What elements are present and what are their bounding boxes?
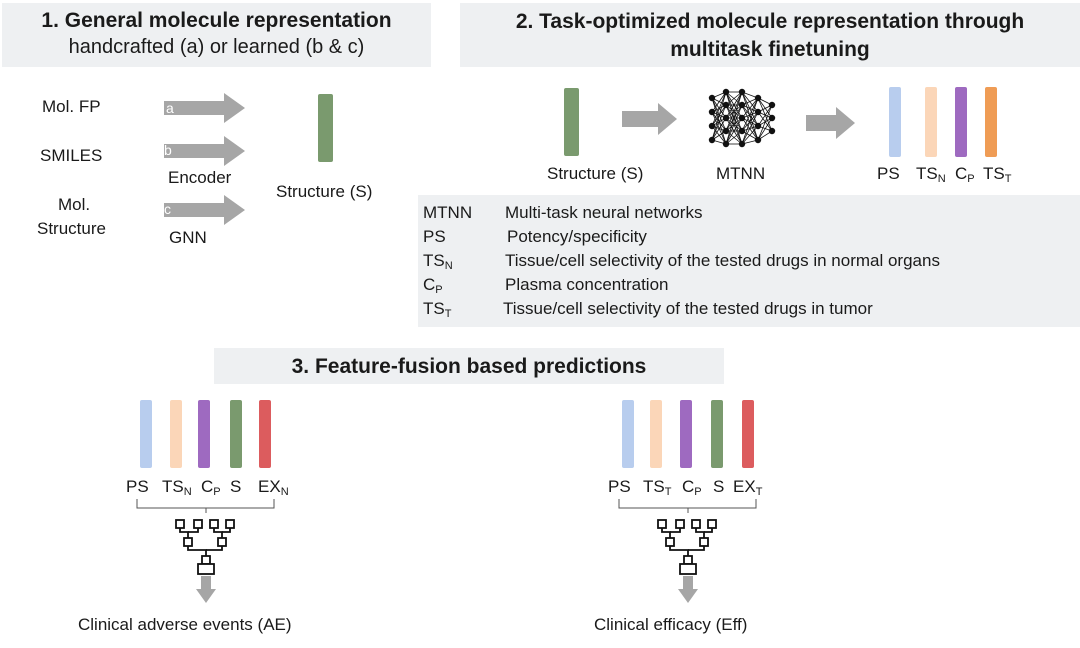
structure-bar-p2 <box>564 88 579 156</box>
ps-label-ae: PS <box>126 477 149 496</box>
ts-n-label-p2: TSN <box>916 164 946 185</box>
arrow-c-icon <box>164 195 245 225</box>
arrow-c-label: c <box>164 201 171 217</box>
arrow-b-label: b <box>164 142 172 158</box>
legend-abbr-ps: PS <box>423 227 446 246</box>
ts-n-bar-ae <box>170 400 182 468</box>
cp-bar-eff <box>680 400 692 468</box>
panel1-subtitle: handcrafted (a) or learned (b & c) <box>68 36 365 58</box>
ae-output-label: Clinical adverse events (AE) <box>78 615 292 634</box>
mtnn-label: MTNN <box>716 164 766 183</box>
s-bar-eff <box>711 400 723 468</box>
legend-desc-mtnn: Multi-task neural networks <box>505 203 703 222</box>
arrow-b-icon <box>164 136 245 166</box>
ps-bar-eff <box>622 400 634 468</box>
abbreviation-legend: MTNN Multi-task neural networks PS Poten… <box>418 195 1080 327</box>
s-label-ae: S <box>230 477 242 496</box>
ts-t-label-p2: TST <box>983 164 1012 185</box>
input-mol-structure-line2: Structure <box>37 219 106 238</box>
legend-abbr-mtnn: MTNN <box>423 203 473 222</box>
legend-desc-ts-n: Tissue/cell selectivity of the tested dr… <box>505 251 940 270</box>
arrow-to-mtnn-icon <box>622 103 677 135</box>
s-bar-ae <box>230 400 242 468</box>
input-mol-structure-line1: Mol. <box>58 195 91 214</box>
structure-label-p2: Structure (S) <box>547 164 644 183</box>
gnn-label: GNN <box>169 228 207 247</box>
ts-t-bar-eff <box>650 400 662 468</box>
ps-label-eff: PS <box>608 477 631 496</box>
input-smiles: SMILES <box>40 146 103 165</box>
panel1-header <box>2 3 431 67</box>
down-arrow-eff-icon <box>678 576 698 603</box>
s-label-eff: S <box>713 477 725 496</box>
panel1-title: 1. General molecule representation <box>41 9 392 32</box>
cp-label-eff: CP <box>682 477 702 498</box>
cp-bar-ae <box>198 400 210 468</box>
panel3-title: 3. Feature-fusion based predictions <box>291 355 647 378</box>
ps-bar-p2 <box>889 87 901 157</box>
ts-n-bar-p2 <box>925 87 937 157</box>
legend-abbr-ts-t: TST <box>423 299 452 320</box>
panel2-title-line2: multitask finetuning <box>670 38 870 61</box>
legend-desc-cp: Plasma concentration <box>505 275 669 294</box>
arrow-a-icon <box>164 93 245 123</box>
cp-label-ae: CP <box>201 477 221 498</box>
ts-n-label-ae: TSN <box>162 477 192 498</box>
panel3-header <box>214 348 724 384</box>
cp-bar-p2 <box>955 87 967 157</box>
down-arrow-ae-icon <box>196 576 216 603</box>
ex-t-bar-eff <box>742 400 754 468</box>
arrow-to-outputs-icon <box>806 107 855 139</box>
eff-output-label: Clinical efficacy (Eff) <box>594 615 748 634</box>
structure-bar-p1 <box>318 94 333 162</box>
decision-tree-icon <box>657 519 717 575</box>
legend-abbr-ts-n: TSN <box>423 251 453 272</box>
ex-n-label-ae: EXN <box>258 477 289 498</box>
structure-label-p1: Structure (S) <box>276 182 373 201</box>
ex-t-label-eff: EXT <box>733 477 763 498</box>
neural-network-icon <box>708 88 776 148</box>
ts-t-label-eff: TST <box>643 477 672 498</box>
legend-abbr-cp: CP <box>423 275 443 296</box>
panel2-header <box>460 3 1080 67</box>
ts-t-bar-p2 <box>985 87 997 157</box>
legend-desc-ps: Potency/specificity <box>507 227 647 246</box>
decision-tree-icon <box>175 519 235 575</box>
ps-bar-ae <box>140 400 152 468</box>
feature-bracket-ae <box>136 499 275 513</box>
ex-n-bar-ae <box>259 400 271 468</box>
input-mol-fp: Mol. FP <box>42 97 101 116</box>
ps-label-p2: PS <box>877 164 900 183</box>
legend-desc-ts-t: Tissue/cell selectivity of the tested dr… <box>503 299 873 318</box>
arrow-a-label: a <box>166 100 174 116</box>
panel2-title-line1: 2. Task-optimized molecule representatio… <box>515 10 1025 33</box>
feature-bracket-eff <box>618 499 757 513</box>
encoder-label: Encoder <box>168 168 232 187</box>
cp-label-p2: CP <box>955 164 975 185</box>
